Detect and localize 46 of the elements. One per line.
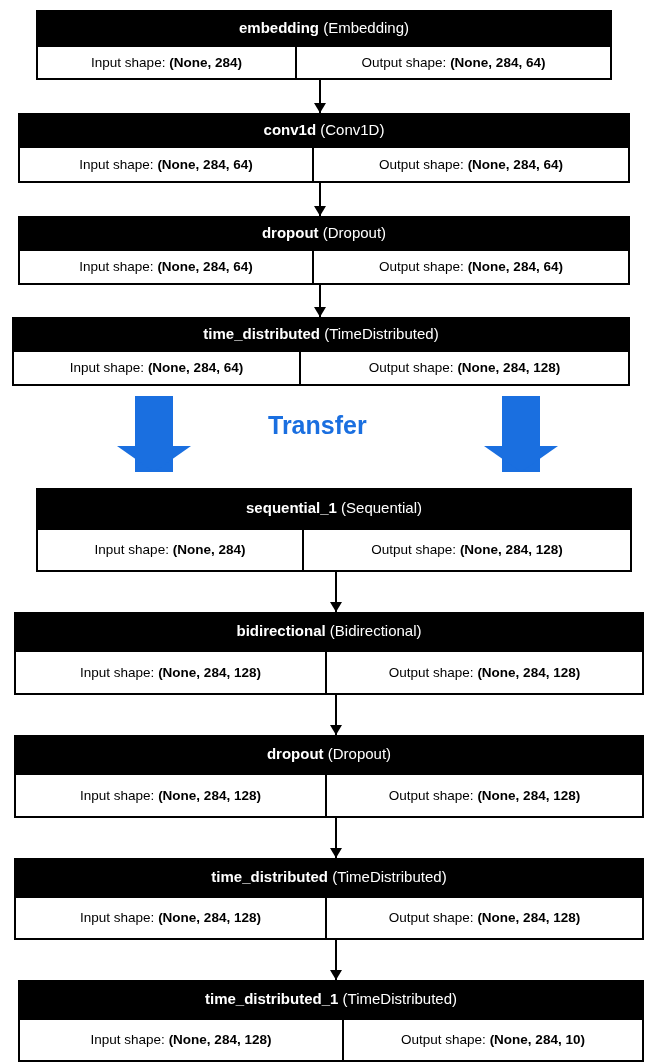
layer-block (12, 317, 630, 386)
shape-cell: Output shape: (None, 284, 128) (301, 352, 628, 384)
layer-title: time_distributed (TimeDistributed) (202, 324, 440, 344)
layer-block (14, 735, 644, 818)
shape-cell: Input shape: (None, 284) (38, 47, 295, 78)
shape-cell: Output shape: (None, 284, 10) (344, 1020, 642, 1060)
shape-cell: Input shape: (None, 284, 128) (16, 652, 325, 693)
layer-title: embedding (Embedding) (237, 18, 411, 38)
transfer-label: Transfer (268, 411, 367, 440)
arrow (314, 284, 326, 318)
arrow (330, 939, 342, 981)
shape-cell: Input shape: (None, 284, 64) (14, 352, 299, 384)
arrow (484, 396, 558, 472)
layer-title: sequential_1 (Sequential) (245, 498, 423, 518)
layer-block (18, 113, 630, 183)
shape-cell: Input shape: (None, 284, 64) (20, 148, 312, 181)
arrow (117, 396, 191, 472)
layer-title: dropout (Dropout) (265, 744, 393, 764)
shape-cell: Input shape: (None, 284, 128) (16, 898, 325, 938)
layer-block (18, 980, 644, 1062)
layer-title: time_distributed_1 (TimeDistributed) (204, 989, 458, 1009)
layer-block (14, 858, 644, 940)
arrow (330, 571, 342, 613)
shape-cell: Output shape: (None, 284, 64) (314, 251, 628, 283)
shape-cell: Output shape: (None, 284, 128) (304, 530, 630, 570)
layer-block (18, 216, 630, 285)
shape-cell: Input shape: (None, 284) (38, 530, 302, 570)
shape-cell: Output shape: (None, 284, 128) (327, 775, 642, 816)
arrow (330, 817, 342, 859)
layer-title: time_distributed (TimeDistributed) (210, 867, 448, 887)
arrow (314, 182, 326, 217)
layer-title: dropout (Dropout) (260, 223, 388, 243)
shape-cell: Output shape: (None, 284, 128) (327, 898, 642, 938)
layer-block (36, 488, 632, 572)
layer-title: bidirectional (Bidirectional) (235, 621, 423, 641)
shape-cell: Output shape: (None, 284, 64) (297, 47, 610, 78)
shape-cell: Input shape: (None, 284, 128) (16, 775, 325, 816)
shape-cell: Input shape: (None, 284, 64) (20, 251, 312, 283)
arrow (330, 694, 342, 736)
shape-cell: Input shape: (None, 284, 128) (20, 1020, 342, 1060)
shape-cell: Output shape: (None, 284, 128) (327, 652, 642, 693)
layer-block (36, 10, 612, 80)
arrow (314, 79, 326, 114)
shape-cell: Output shape: (None, 284, 64) (314, 148, 628, 181)
layer-title: conv1d (Conv1D) (262, 120, 386, 140)
layer-block (14, 612, 644, 695)
